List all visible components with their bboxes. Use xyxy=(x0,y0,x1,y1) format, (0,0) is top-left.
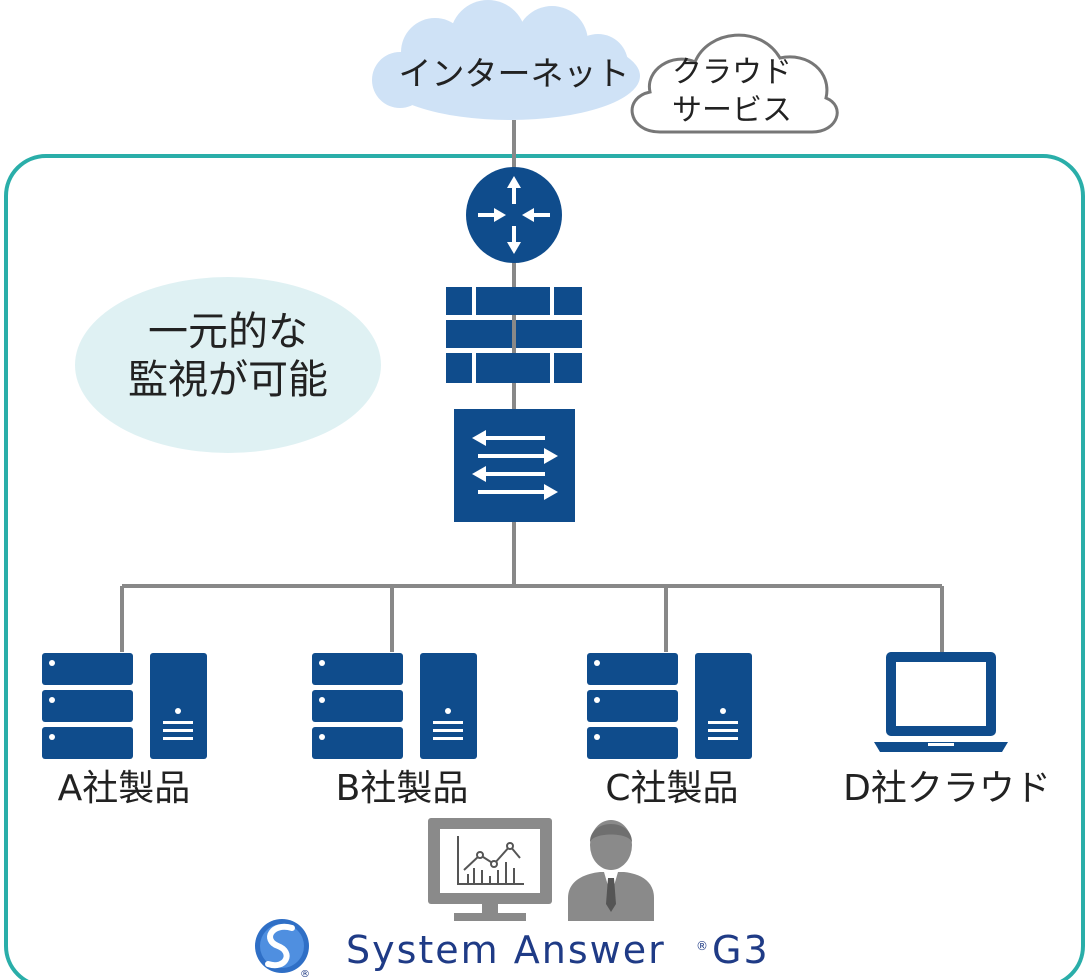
bubble-line-2: 監視が可能 xyxy=(128,357,328,403)
bubble-line-1: 一元的な xyxy=(148,309,308,355)
endpoint-a: A社製品 xyxy=(42,653,207,809)
laptop-icon xyxy=(874,652,1008,752)
network-boundary xyxy=(4,154,1085,980)
cloud-service-label-1: クラウド xyxy=(672,55,792,90)
system-answer-logo: ® System Answer ® G3 xyxy=(255,919,770,980)
logo-registered-mark: ® xyxy=(300,969,310,980)
monitor-icon xyxy=(428,818,552,921)
cloud-service-icon: クラウド サービス xyxy=(630,33,839,134)
endpoint-label: D社クラウド xyxy=(843,768,1051,809)
endpoint-c: C社製品 xyxy=(587,653,752,809)
endpoint-b: B社製品 xyxy=(312,653,477,809)
server-icon xyxy=(587,653,752,759)
firewall-icon xyxy=(446,287,582,383)
unified-monitoring-bubble: 一元的な 監視が可能 xyxy=(75,277,381,453)
logo-registered-mark-2: ® xyxy=(696,939,708,953)
internet-cloud: インターネット xyxy=(372,0,640,120)
router-icon xyxy=(466,167,562,263)
endpoint-label: B社製品 xyxy=(336,768,469,809)
chart-icon xyxy=(457,836,524,885)
endpoint-label: C社製品 xyxy=(605,768,738,809)
server-icon xyxy=(312,653,477,759)
user-icon xyxy=(568,820,654,921)
cloud-service-label-2: サービス xyxy=(672,93,792,128)
internet-label: インターネット xyxy=(399,54,630,93)
endpoint-d: D社クラウド xyxy=(843,652,1051,809)
switch-icon xyxy=(454,409,575,522)
logo-suffix: G3 xyxy=(712,928,770,972)
endpoint-label: A社製品 xyxy=(58,768,191,809)
server-icon xyxy=(42,653,207,759)
logo-text: System Answer xyxy=(346,928,666,972)
